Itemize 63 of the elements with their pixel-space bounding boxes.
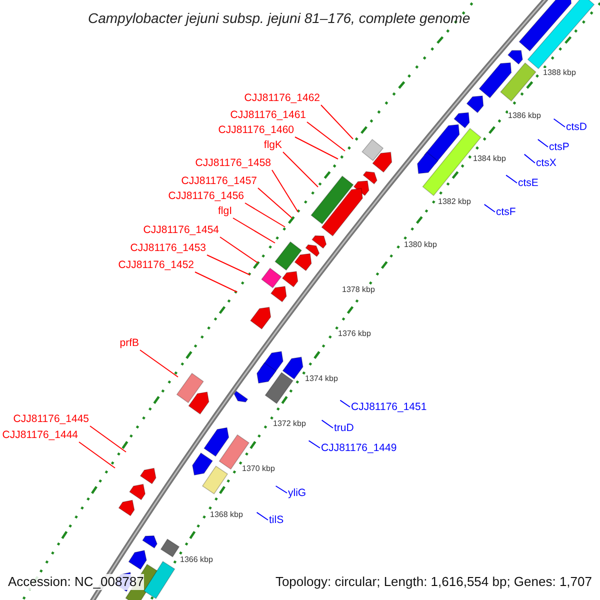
- gene-label: CJJ81176_1444: [2, 429, 78, 442]
- gene-label: CJJ81176_1460: [218, 124, 294, 137]
- leader-line: [308, 440, 320, 448]
- leader-line: [78, 442, 116, 468]
- scale-label: 1370 kbp: [242, 464, 275, 474]
- leader-line: [206, 254, 250, 276]
- scale-label: 1376 kbp: [338, 329, 371, 339]
- leader-line: [275, 486, 288, 494]
- leader-line: [506, 174, 518, 184]
- gene-label: ctsX: [536, 157, 556, 170]
- leader-line: [272, 170, 298, 212]
- leader-line: [537, 138, 548, 148]
- scale-label: 1374 kbp: [305, 374, 338, 384]
- scale-label: 1388 kbp: [543, 68, 576, 78]
- scale-label: 1372 kbp: [273, 419, 306, 429]
- leader-line: [321, 420, 334, 428]
- leader-line: [524, 154, 536, 164]
- leader-line: [90, 426, 126, 452]
- leader-line: [340, 400, 350, 408]
- leader-line: [244, 202, 286, 228]
- gene-label: yliG: [288, 487, 306, 500]
- gene-label: CJJ81176_1457: [181, 175, 257, 188]
- scale-label: 1378 kbp: [342, 285, 375, 295]
- leader-line: [320, 104, 354, 140]
- leader-line: [232, 218, 276, 244]
- gene-label: CJJ81176_1461: [230, 109, 306, 122]
- leader-line: [282, 152, 318, 188]
- footer-text: Accession: NC_008787: [8, 574, 144, 590]
- scale-label: 1386 kbp: [508, 111, 541, 121]
- gene-label: ctsE: [518, 177, 538, 190]
- leader-line: [194, 272, 238, 292]
- leader-line: [256, 512, 268, 520]
- scale-label: 1382 kbp: [438, 197, 471, 207]
- gene-label: CJJ81176_1451: [351, 401, 427, 414]
- gene-label: CJJ81176_1462: [244, 92, 320, 105]
- gene-label: tilS: [269, 514, 284, 527]
- leader-line: [484, 204, 496, 212]
- gene-label: truD: [334, 422, 354, 435]
- gene-label: CJJ81176_1456: [168, 190, 244, 203]
- gene-label: CJJ81176_1454: [143, 224, 219, 237]
- gene-label: CJJ81176_1458: [195, 157, 271, 170]
- gene-label: CJJ81176_1453: [130, 242, 206, 255]
- gene-label: ctsD: [566, 121, 587, 134]
- gene-label: ctsF: [496, 206, 516, 219]
- diagram-title: Campylobacter jejuni subsp. jejuni 81–176, complete genome: [88, 10, 470, 27]
- scale-label: 1368 kbp: [210, 510, 243, 520]
- leader-line: [306, 122, 346, 152]
- leader-line: [140, 350, 178, 378]
- gene-label: CJJ81176_1452: [118, 259, 194, 272]
- gene-label: prfB: [120, 337, 139, 350]
- scale-label: 1366 kbp: [180, 555, 213, 565]
- scale-label: 1380 kbp: [404, 240, 437, 250]
- gene-label: flgI: [218, 205, 232, 218]
- gene-label: CJJ81176_1445: [13, 413, 89, 426]
- scale-label: 1384 kbp: [473, 154, 506, 164]
- gene-label: ctsP: [549, 141, 570, 154]
- footer-text: Topology: circular; Length: 1,616,554 bp; Genes: 1,707: [275, 574, 592, 590]
- leader-line: [258, 188, 292, 218]
- gene-label: flgK: [264, 139, 282, 152]
- leader-line: [294, 136, 338, 160]
- leader-line: [220, 236, 258, 264]
- leader-line: [553, 118, 566, 128]
- gene-label: CJJ81176_1449: [321, 442, 397, 455]
